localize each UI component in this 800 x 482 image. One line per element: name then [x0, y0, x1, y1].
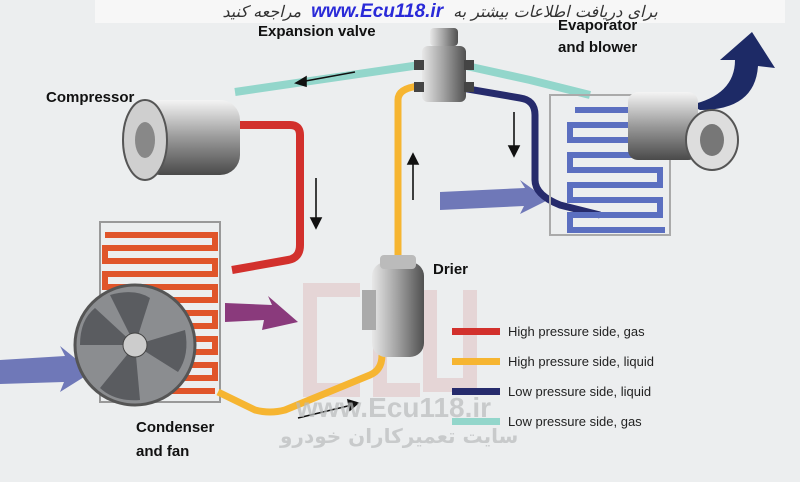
evaporator [549, 94, 671, 236]
airflow-arrow-fan [0, 346, 92, 392]
legend-label: Low pressure side, liquid [508, 383, 652, 399]
label-expansion-valve: Expansion valve [258, 23, 376, 40]
flow-arrow-icon [297, 398, 360, 419]
compressor [122, 99, 240, 181]
label-condenser: Condenser [136, 419, 215, 436]
line-low-pressure-gas [234, 61, 591, 99]
blower [628, 92, 739, 171]
legend: High pressure side, gas High pressure si… [452, 316, 654, 436]
legend-item: Low pressure side, liquid [452, 376, 654, 406]
watermark-tagline: سایت تعمیرکاران خودرو [280, 424, 519, 448]
label-evaporator: Evaporator [558, 17, 638, 34]
legend-label: Low pressure side, gas [508, 413, 642, 429]
label-drier: Drier [433, 261, 469, 278]
flow-arrows [294, 71, 521, 419]
line-high-pressure-liquid [216, 82, 421, 416]
flow-arrow-icon [406, 152, 420, 200]
flow-arrow-icon [309, 178, 323, 230]
airflow-arrow-outlet [690, 32, 775, 110]
legend-swatch-red [452, 327, 500, 335]
legend-label: High pressure side, liquid [508, 353, 654, 369]
flow-arrow-icon [507, 112, 521, 158]
legend-label: High pressure side, gas [508, 323, 645, 339]
airflow-arrow-condenser [225, 296, 298, 330]
legend-swatch-teal [452, 417, 500, 425]
label-blower: and blower [558, 39, 638, 56]
banner-suffix: مراجعه کنید [222, 2, 302, 21]
website-banner[interactable]: برای دریافت اطلاعات بیشتر به www.Ecu118.… [95, 0, 785, 23]
condenser-fan [73, 283, 197, 407]
banner-prefix: برای دریافت اطلاعات بیشتر به [453, 2, 658, 21]
line-high-pressure-gas [231, 121, 304, 274]
expansion-valve [414, 28, 474, 102]
label-fan: and fan [136, 443, 190, 460]
airflow-arrow-evaporator [440, 180, 548, 214]
flow-arrow-icon [294, 71, 356, 88]
legend-item: Low pressure side, gas [452, 406, 654, 436]
banner-url-link[interactable]: www.Ecu118.ir [311, 0, 444, 22]
legend-swatch-navy [452, 387, 500, 395]
legend-item: High pressure side, gas [452, 316, 654, 346]
legend-item: High pressure side, liquid [452, 346, 654, 376]
label-compressor: Compressor [46, 89, 135, 106]
legend-swatch-yellow [452, 357, 500, 365]
drier [362, 255, 424, 357]
